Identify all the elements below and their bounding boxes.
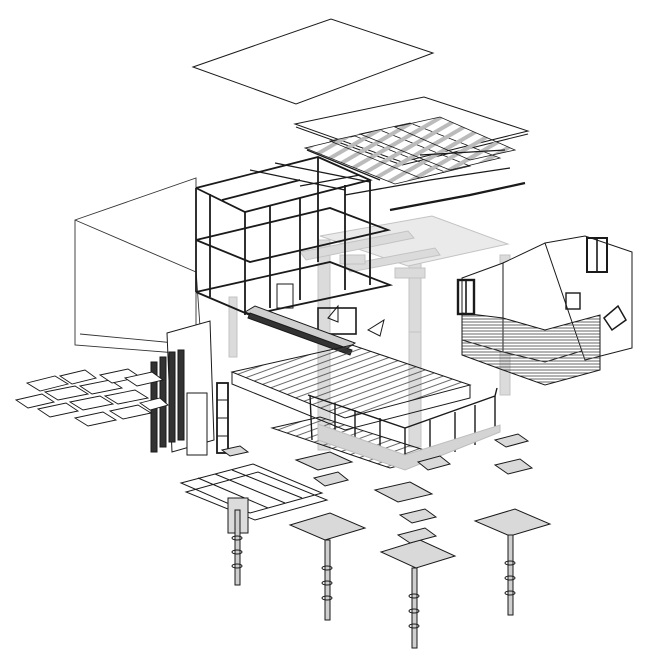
screw-piles [231,509,516,649]
railing [307,387,501,471]
door [150,320,229,456]
frame [195,156,394,316]
roof-sheet [191,18,435,105]
side-module [456,235,633,386]
footings [220,433,552,569]
frame-openings [317,304,385,337]
stair [243,305,357,356]
pavers [14,368,169,427]
rafters [299,116,526,212]
